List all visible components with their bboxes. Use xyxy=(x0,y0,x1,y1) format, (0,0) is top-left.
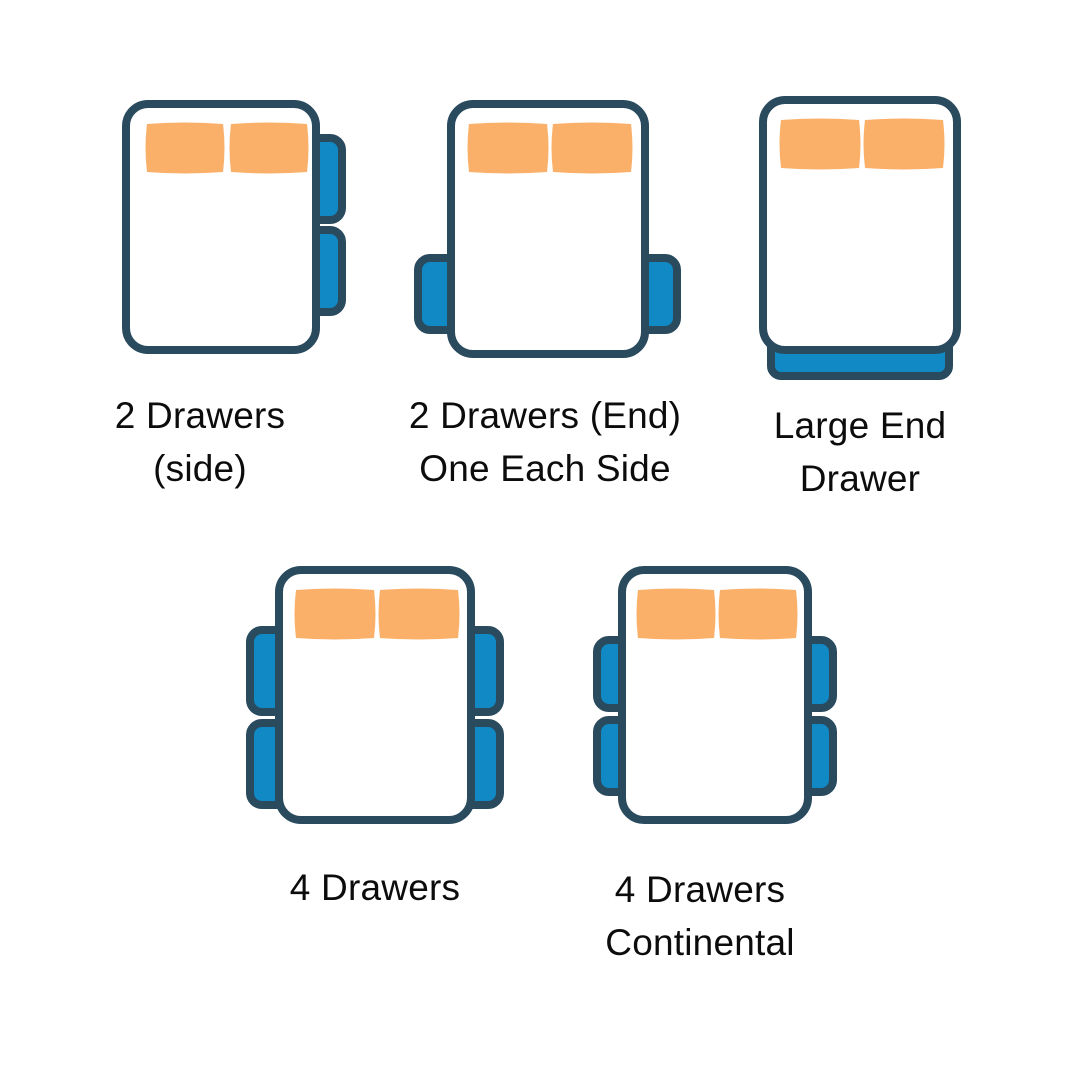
pillow-left xyxy=(145,122,225,174)
bed-label-two-drawers-side: 2 Drawers (side) xyxy=(114,395,286,489)
bed-option-large-end-drawer[interactable] xyxy=(745,78,975,388)
pillow-right xyxy=(229,122,309,174)
bed-diagram-two-drawers-end xyxy=(414,100,681,358)
bed-label-four-drawers: 4 Drawers xyxy=(289,867,461,908)
bed-diagram-four-drawers-continental xyxy=(593,566,837,824)
bed-label-four-drawers-continental: 4 Drawers Continental xyxy=(605,869,795,963)
bed-option-four-drawers-continental[interactable] xyxy=(585,548,845,838)
pillow-right xyxy=(378,588,460,640)
bed-option-two-drawers-end[interactable] xyxy=(405,82,690,372)
bed-diagram-two-drawers-side xyxy=(122,100,346,354)
pillow-left xyxy=(294,588,376,640)
pillow-right xyxy=(551,122,633,174)
pillow-left xyxy=(467,122,549,174)
pillow-right xyxy=(863,118,945,170)
pillow-left xyxy=(636,588,716,640)
bed-option-four-drawers[interactable] xyxy=(240,548,510,838)
bed-option-two-drawers-side[interactable] xyxy=(100,82,360,372)
pillow-left xyxy=(779,118,861,170)
bed-diagram-large-end-drawer xyxy=(759,96,961,380)
bed-diagram-four-drawers xyxy=(246,566,504,824)
bed-label-two-drawers-end: 2 Drawers (End) One Each Side xyxy=(408,395,682,489)
bed-label-large-end-drawer: Large End Drawer xyxy=(773,405,947,499)
pillow-right xyxy=(718,588,798,640)
